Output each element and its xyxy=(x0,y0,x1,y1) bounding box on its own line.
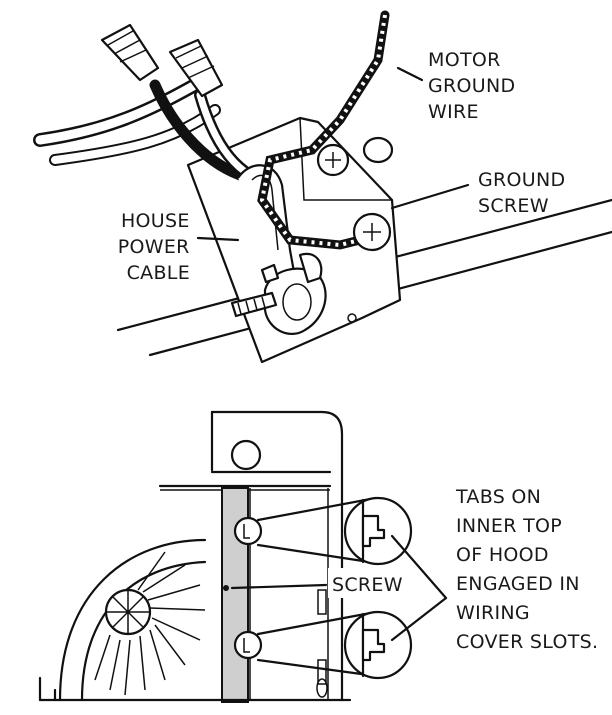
leader-motor-ground-wire xyxy=(396,66,424,82)
bracket-edge xyxy=(187,164,263,363)
ground-screw xyxy=(352,212,392,252)
wire-nut-right xyxy=(168,38,224,98)
label-tabs-note: TABS ON INNER TOP OF HOOD ENGAGED IN WIR… xyxy=(455,486,598,653)
bracket-fold xyxy=(299,117,392,201)
bottom-hood-illustration: SCREW TABS ON INNER TOP OF HOOD ENGAGED … xyxy=(38,410,598,703)
clamp-screw xyxy=(230,291,278,318)
tab-detail-lower xyxy=(343,610,413,680)
hood-outline xyxy=(210,410,344,702)
wire-nut-left xyxy=(100,23,160,82)
ground-screw-upper xyxy=(316,143,350,177)
leader-screw xyxy=(230,583,328,590)
label-house-power-cable: HOUSE POWER CABLE xyxy=(118,210,196,284)
leader-house-power-cable xyxy=(196,236,240,242)
tab-detail-upper xyxy=(343,496,413,566)
screw-dot xyxy=(223,585,229,591)
callout-lines-upper xyxy=(256,496,378,565)
black-wire-center xyxy=(149,79,246,181)
leader-tab-upper xyxy=(390,534,448,600)
label-screw: SCREW xyxy=(332,574,403,596)
leader-tab-lower xyxy=(390,596,448,642)
cover-slot-lower xyxy=(233,630,263,660)
bracket-small-hole xyxy=(347,313,357,323)
bracket-hole xyxy=(362,136,394,164)
cable-clamp xyxy=(263,252,327,336)
hood-round-hole xyxy=(230,439,262,471)
blower-wheel xyxy=(58,538,207,702)
label-motor-ground-wire: MOTOR GROUND WIRE xyxy=(428,49,522,123)
leader-ground-screw xyxy=(390,183,470,210)
callout-lines-lower xyxy=(256,610,378,678)
cover-slot-upper xyxy=(233,516,263,546)
top-wiring-illustration: MOTOR GROUND WIRE GROUND SCREW HOUSE POW… xyxy=(33,10,612,364)
label-ground-screw: GROUND SCREW xyxy=(478,169,572,217)
clamp-nut xyxy=(260,263,280,284)
